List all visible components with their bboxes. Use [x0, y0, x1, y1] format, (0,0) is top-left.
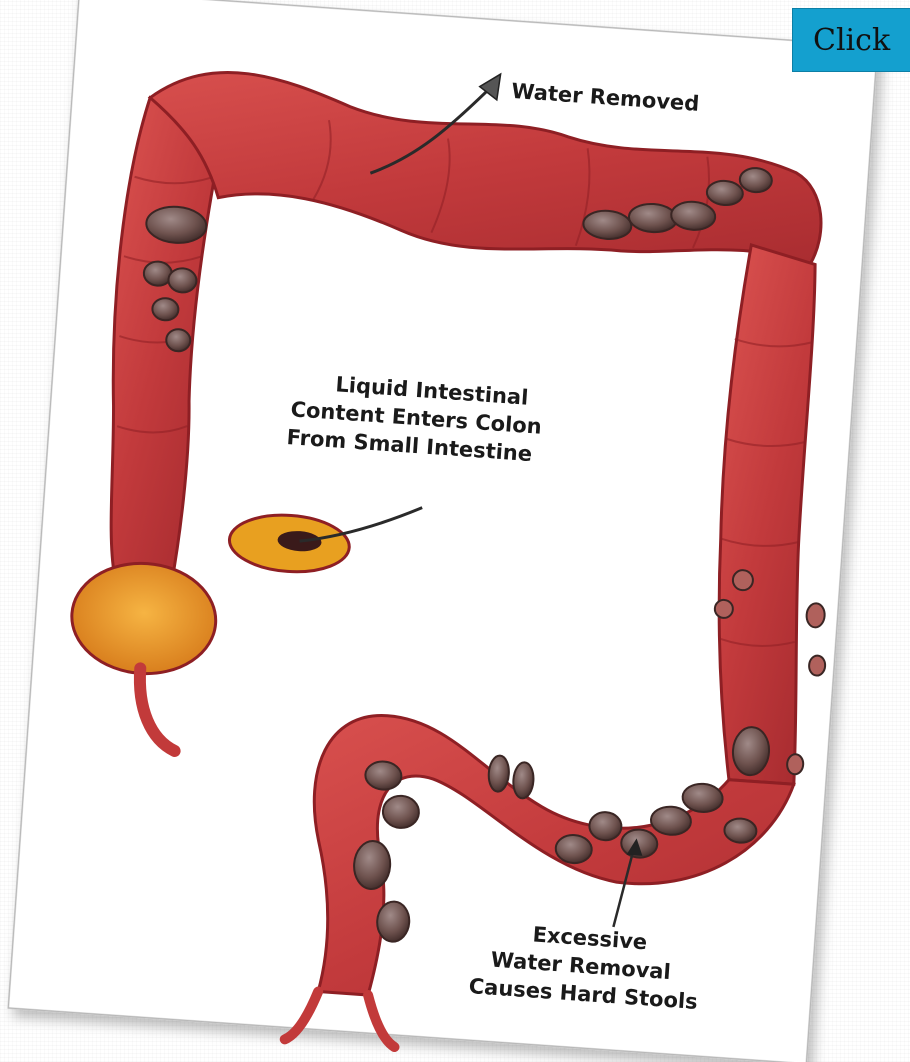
click-button[interactable]: Click: [792, 8, 910, 72]
